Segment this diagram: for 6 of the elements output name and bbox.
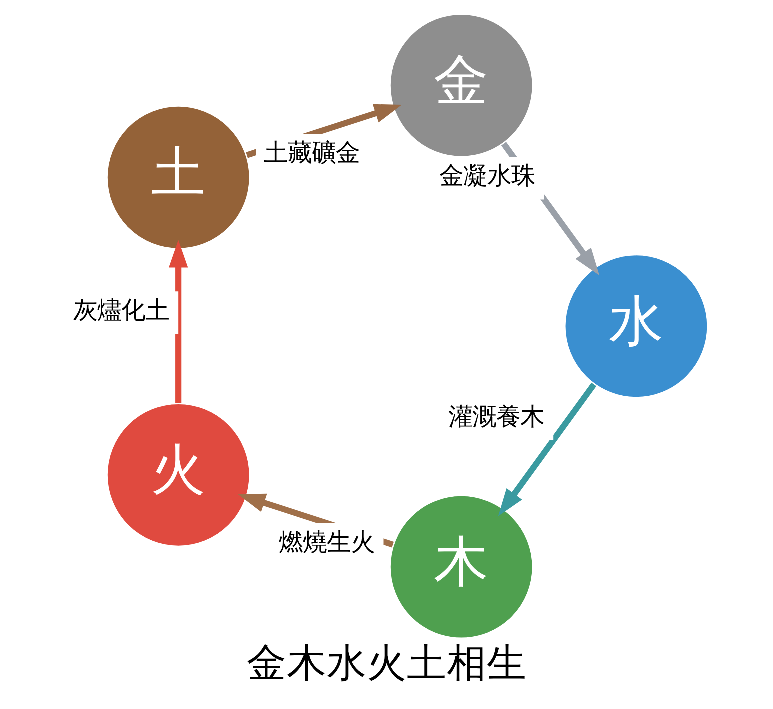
edge-label: 金凝水珠	[439, 161, 536, 190]
edge-label: 土藏礦金	[264, 138, 360, 168]
diagram-title: 金木水火土相生	[246, 640, 526, 686]
edge-label: 灌溉養木	[448, 402, 544, 431]
edge-label: 燃燒生火	[278, 528, 374, 557]
edge-label: 灰燼化土	[73, 296, 170, 325]
